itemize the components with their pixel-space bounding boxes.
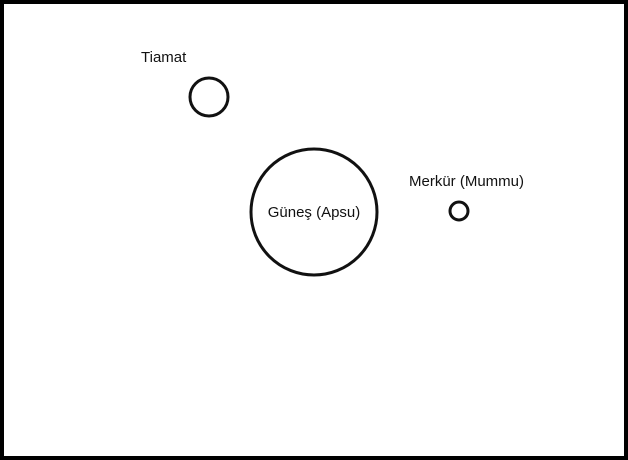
tiamat-label: Tiamat	[141, 49, 187, 66]
mercury-label: Merkür (Mummu)	[409, 173, 524, 190]
solar-system-diagram: Tiamat Güneş (Apsu) Merkür (Mummu)	[141, 49, 524, 277]
sun-circle	[249, 147, 379, 277]
tiamat-circle	[188, 76, 230, 118]
mercury-circle	[448, 200, 470, 222]
sun-label: Güneş (Apsu)	[268, 204, 361, 221]
